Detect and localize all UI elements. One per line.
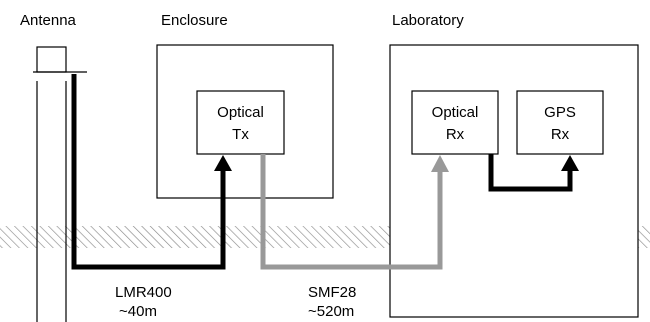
gps-rx-label-line1: GPS bbox=[544, 104, 576, 121]
optical-rx-label-line2: Rx bbox=[446, 126, 465, 143]
coax-length-label: ~40m bbox=[119, 303, 157, 320]
rx-to-gps-link bbox=[488, 154, 573, 192]
coax-name-label: LMR400 bbox=[115, 284, 172, 301]
fiber-name-label: SMF28 bbox=[308, 284, 356, 301]
antenna bbox=[33, 46, 87, 322]
antenna-head bbox=[36, 46, 67, 73]
fiber-cable bbox=[260, 154, 443, 270]
gps-arrow bbox=[561, 155, 579, 171]
enclosure-label: Enclosure bbox=[161, 12, 228, 29]
optical-tx-label-line1: Optical bbox=[217, 104, 264, 121]
optical-tx-box bbox=[196, 90, 285, 155]
optical-rx-label-line1: Optical bbox=[432, 104, 479, 121]
optical-rx-box bbox=[411, 90, 499, 155]
fiber-length-label: ~520m bbox=[308, 303, 354, 320]
gps-rx-label-line2: Rx bbox=[551, 126, 570, 143]
laboratory-label: Laboratory bbox=[392, 12, 464, 29]
coax-cable bbox=[71, 74, 226, 270]
fiber-arrow bbox=[431, 155, 449, 172]
optical-tx-label-line2: Tx bbox=[232, 126, 249, 143]
coax-arrow bbox=[214, 155, 232, 171]
laboratory-box bbox=[389, 44, 639, 318]
gps-rx-box bbox=[516, 90, 604, 155]
antenna-label: Antenna bbox=[20, 12, 77, 29]
